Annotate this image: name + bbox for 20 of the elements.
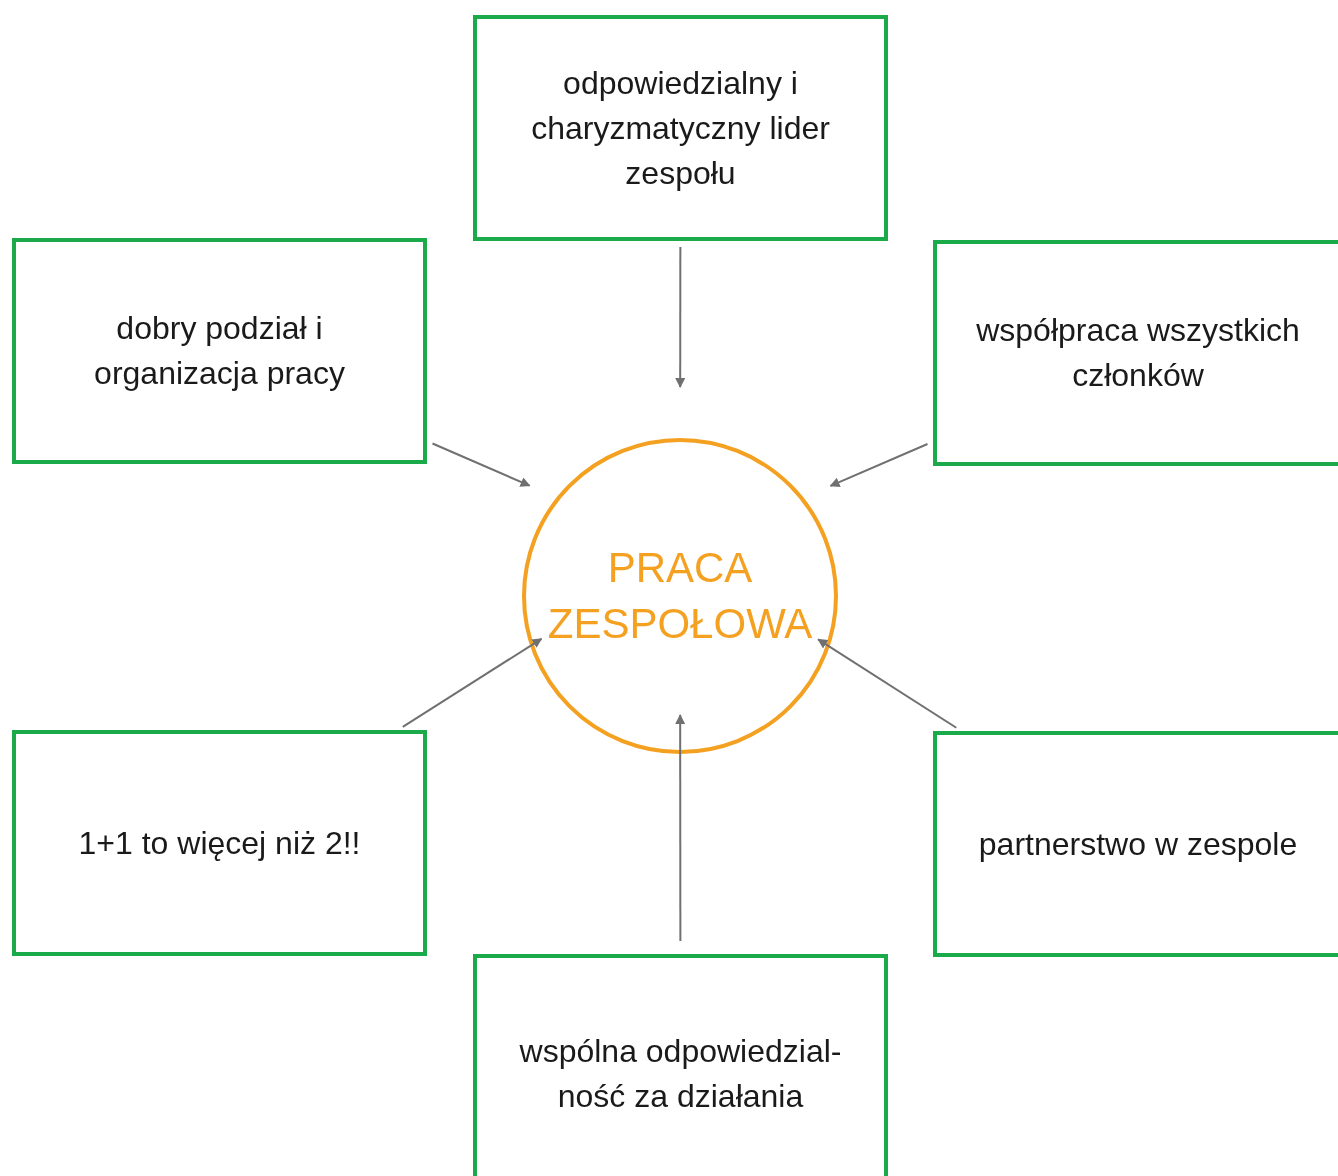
text-box	[933, 731, 1338, 957]
box-text: 1+1 to więcej niż 2!!	[77, 823, 362, 863]
arrow	[401, 637, 543, 728]
text-box	[473, 954, 888, 1176]
text-box	[12, 238, 427, 464]
box-text: dobry podział i organizacja pracy	[93, 309, 346, 393]
box-text: współpraca wszystkich członków	[975, 311, 1301, 395]
arrow	[817, 638, 958, 729]
arrow	[675, 246, 686, 388]
box-text: wspólna odpowiedzial-ność za działania	[518, 1032, 843, 1116]
center-circle	[522, 438, 838, 754]
center-title: PRACA ZESPOŁOWA	[546, 543, 814, 649]
box-text: odpowiedzialny i charyzmatyczny lider zespołu	[530, 63, 831, 193]
text-box	[933, 240, 1338, 466]
arrow	[675, 714, 686, 942]
text-box	[473, 15, 888, 241]
box-text: partnerstwo w zespole	[977, 824, 1299, 864]
arrow	[829, 443, 929, 487]
arrow	[431, 442, 531, 487]
text-box	[12, 730, 427, 956]
